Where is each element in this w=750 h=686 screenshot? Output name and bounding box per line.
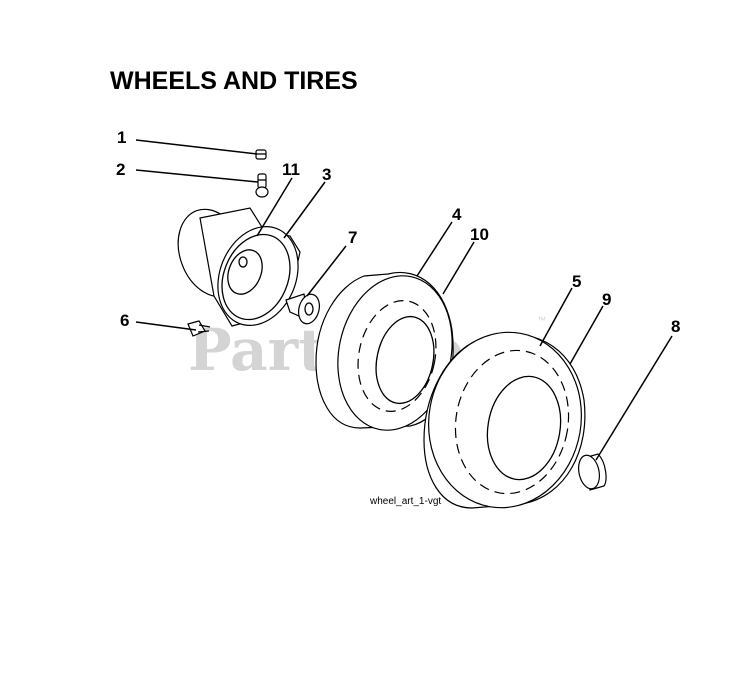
- callout-7: 7: [348, 228, 357, 247]
- leader-6: [135, 321, 197, 331]
- callout-3: 3: [322, 165, 331, 184]
- leader-8: [595, 335, 673, 461]
- watermark-trademark: ™: [537, 315, 546, 325]
- part-1-nut[interactable]: [255, 149, 267, 160]
- callout-5: 5: [572, 272, 581, 291]
- art-reference-caption: wheel_art_1-vgt: [369, 496, 441, 507]
- callout-9: 9: [602, 290, 611, 309]
- leader-7: [306, 245, 347, 297]
- leader-1: [135, 139, 258, 155]
- leader-3: [283, 181, 326, 239]
- callout-8: 8: [671, 317, 680, 336]
- part-7-bushing[interactable]: [285, 292, 323, 326]
- part-11-rim[interactable]: [167, 200, 313, 338]
- callout-2: 2: [116, 160, 125, 179]
- part-4-front-tire[interactable]: [315, 265, 466, 441]
- part-5-rear-tire[interactable]: [415, 320, 595, 520]
- leader-9: [569, 305, 604, 365]
- leader-2: [135, 169, 259, 183]
- leader-10: [442, 241, 475, 295]
- part-8-bushing[interactable]: [576, 453, 607, 491]
- callout-4: 4: [452, 205, 462, 224]
- callout-1: 1: [117, 128, 126, 147]
- leader-5: [539, 287, 573, 347]
- part-2-valve-stem[interactable]: [255, 173, 269, 198]
- callout-labels: 1 2 11 3 7 4 10 6 5 9 8: [116, 128, 680, 336]
- callout-10: 10: [470, 225, 489, 244]
- diagram-title: WHEELS AND TIRES: [110, 67, 358, 95]
- leader-lines: [135, 139, 673, 461]
- callout-11: 11: [282, 160, 300, 179]
- leader-11: [256, 177, 293, 237]
- callout-6: 6: [120, 311, 129, 330]
- part-6-bolt[interactable]: [187, 320, 211, 337]
- leader-4: [416, 221, 453, 277]
